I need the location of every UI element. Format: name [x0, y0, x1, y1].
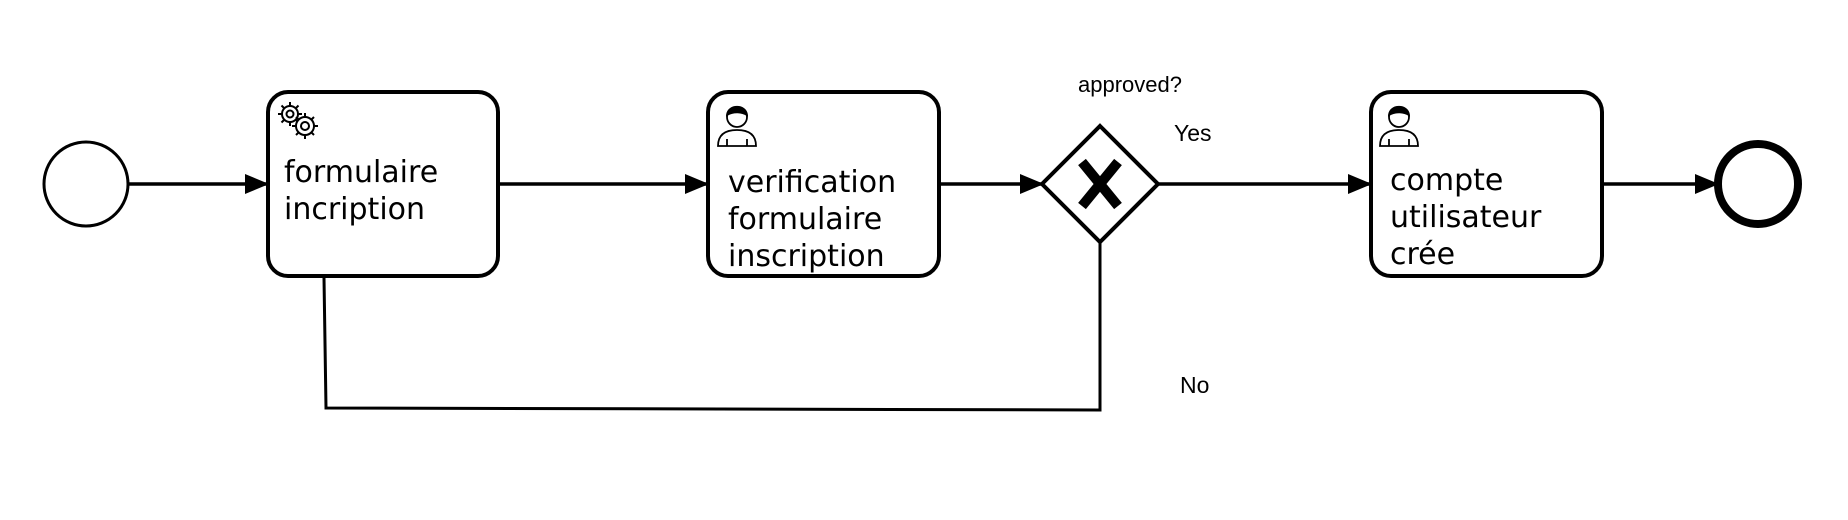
task-formulaire-incription[interactable]: formulaire incription [266, 90, 500, 278]
task-compte-utilisateur-cree[interactable]: compte utilisateur crée [1369, 90, 1604, 278]
task1-label-line1: formulaire [284, 155, 438, 190]
start-event[interactable] [42, 140, 130, 228]
task-verification-formulaire-inscription[interactable]: verification formulaire inscription [706, 90, 941, 278]
x-marker-icon [1078, 158, 1122, 210]
gateway-label: approved? [1078, 72, 1182, 97]
task2-label-line2: formulaire [728, 202, 882, 237]
flow-gateway-no[interactable] [322, 242, 1102, 412]
user-icon [717, 105, 757, 147]
task1-label-line2: incription [284, 192, 425, 227]
end-event[interactable] [1714, 140, 1802, 228]
flow-yes-label: Yes [1174, 120, 1212, 146]
task2-label-line1: verification [728, 165, 896, 200]
user-icon [1379, 105, 1419, 147]
task3-label-line1: compte [1390, 163, 1503, 198]
flow-no-label: No [1180, 372, 1209, 398]
task3-label-line2: utilisateur [1390, 200, 1542, 235]
task2-label-line3: inscription [728, 239, 885, 274]
task3-label-line3: crée [1390, 237, 1455, 272]
gear-icon [278, 102, 318, 139]
exclusive-gateway[interactable] [1039, 123, 1161, 245]
